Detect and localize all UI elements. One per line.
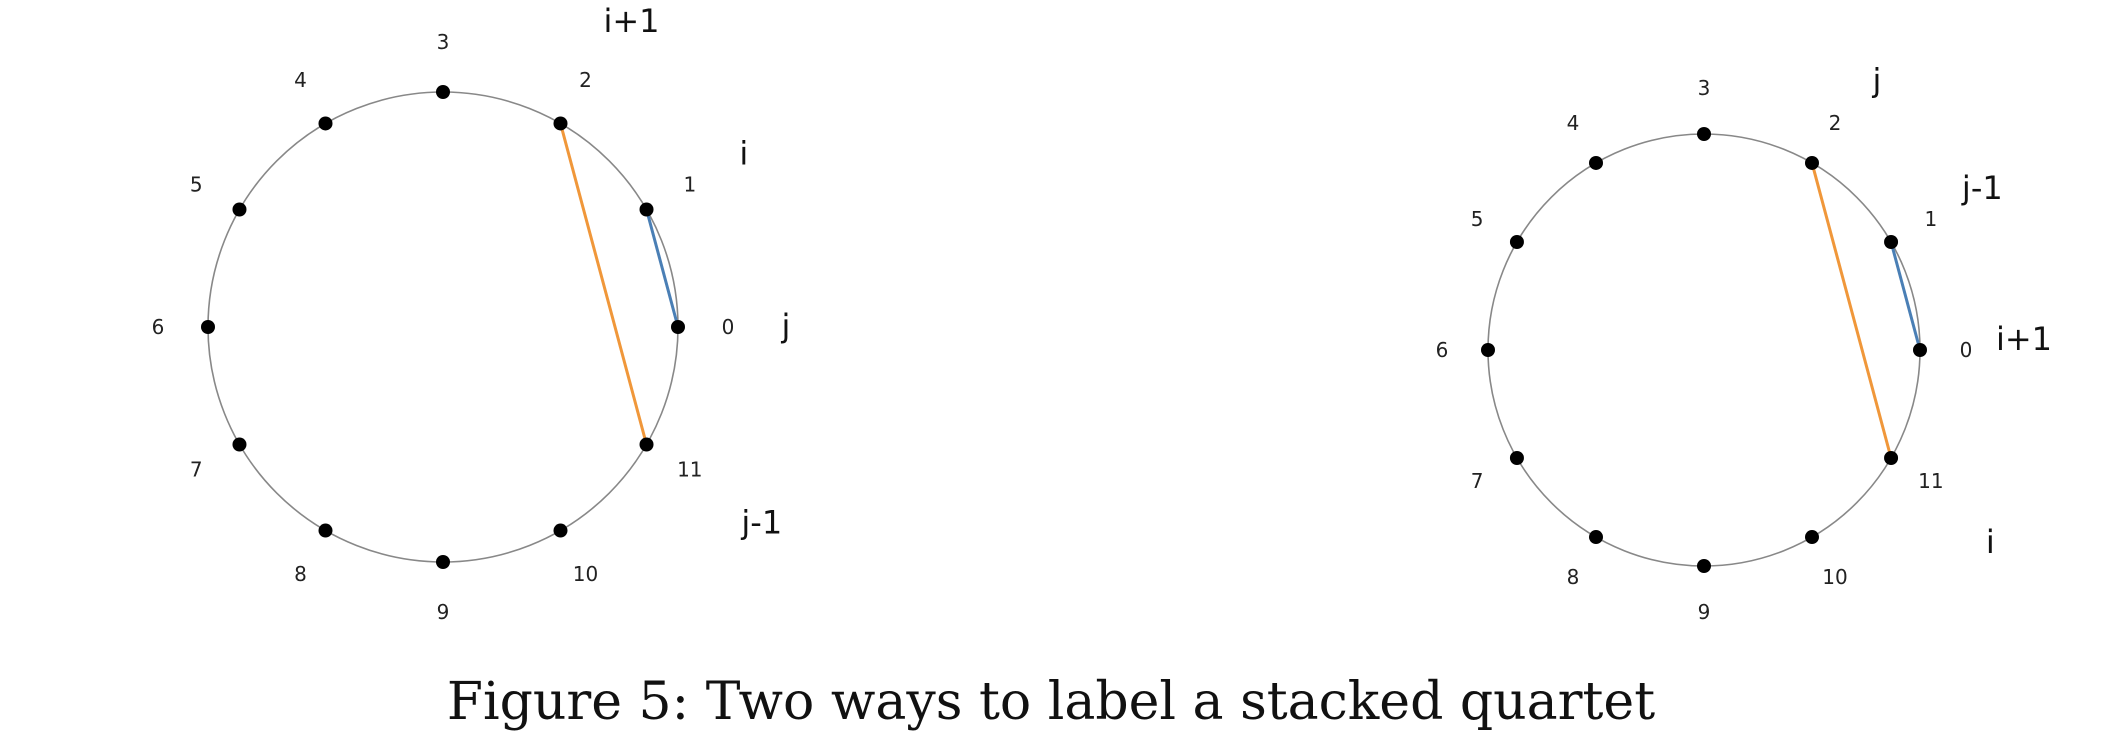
node-3-dot bbox=[1697, 127, 1711, 141]
node-6-label: 6 bbox=[1436, 338, 1449, 362]
node-8-label: 8 bbox=[1567, 565, 1580, 589]
node-7-label: 7 bbox=[190, 458, 203, 482]
variable-label: j bbox=[1872, 62, 1882, 100]
node-8-dot bbox=[318, 523, 333, 538]
node-10-dot bbox=[1805, 530, 1819, 545]
circle-diagram-left: 0 1 2 3 4 5 6 7 8 9 10 11 i+1 i j j-1 bbox=[152, 2, 791, 624]
node-1-label: 1 bbox=[683, 173, 696, 197]
node-8-label: 8 bbox=[294, 562, 307, 586]
node-10-dot bbox=[553, 523, 568, 538]
ring-circle bbox=[1487, 133, 1921, 567]
node-11-dot bbox=[1884, 451, 1899, 465]
node-5-dot bbox=[232, 202, 247, 217]
node-2-label: 2 bbox=[579, 68, 592, 92]
node-7-dot bbox=[232, 437, 247, 452]
node-9-dot bbox=[436, 555, 450, 569]
node-0-dot bbox=[671, 320, 685, 334]
node-4-label: 4 bbox=[1567, 111, 1580, 135]
node-6-dot bbox=[201, 320, 215, 334]
figure-caption: Figure 5: Two ways to label a stacked qu… bbox=[446, 672, 1656, 732]
node-0-label: 0 bbox=[1960, 338, 1973, 362]
circle-diagram-right: 0 1 2 3 4 5 6 7 8 9 10 11 j j-1 i+1 i bbox=[1436, 62, 2052, 624]
variable-label: i bbox=[1986, 523, 1995, 561]
node-2-label: 2 bbox=[1829, 111, 1842, 135]
node-4-dot bbox=[1589, 155, 1603, 170]
orange-chord bbox=[1810, 162, 1893, 459]
node-6-dot bbox=[1481, 343, 1495, 357]
node-2-dot bbox=[1805, 155, 1819, 170]
node-7-label: 7 bbox=[1471, 469, 1484, 493]
node-0-label: 0 bbox=[722, 315, 735, 339]
node-11-dot bbox=[639, 437, 654, 452]
node-7-dot bbox=[1509, 451, 1524, 465]
node-5-dot bbox=[1509, 235, 1524, 249]
node-11-label: 11 bbox=[677, 458, 702, 482]
node-4-label: 4 bbox=[294, 68, 307, 92]
node-0-dot bbox=[1913, 343, 1927, 357]
node-1-label: 1 bbox=[1925, 207, 1938, 231]
node-3-dot bbox=[436, 85, 450, 99]
node-5-label: 5 bbox=[190, 173, 203, 197]
orange-chord bbox=[559, 123, 648, 445]
ring-circle bbox=[207, 91, 679, 563]
variable-label: j-1 bbox=[1961, 169, 2003, 207]
blue-chord bbox=[1889, 241, 1922, 351]
node-10-label: 10 bbox=[573, 562, 598, 586]
node-11-label: 11 bbox=[1918, 469, 1943, 493]
blue-chord bbox=[645, 209, 680, 328]
node-6-label: 6 bbox=[152, 315, 165, 339]
variable-label: i+1 bbox=[603, 2, 659, 40]
node-5-label: 5 bbox=[1471, 207, 1484, 231]
node-2-dot bbox=[553, 116, 568, 131]
variable-label: j bbox=[781, 307, 791, 345]
figure-canvas: 0 1 2 3 4 5 6 7 8 9 10 11 i+1 i j j-1 0 1 2 3 4 5 6 7 8 9 10 11 j j-… bbox=[152, 2, 2052, 624]
node-4-dot bbox=[318, 116, 333, 131]
node-3-label: 3 bbox=[1698, 76, 1711, 100]
variable-label: j-1 bbox=[740, 504, 782, 542]
node-3-label: 3 bbox=[437, 30, 450, 54]
variable-label: i+1 bbox=[1996, 320, 2052, 358]
node-1-dot bbox=[639, 202, 654, 217]
node-9-dot bbox=[1697, 559, 1711, 573]
node-9-label: 9 bbox=[1698, 600, 1711, 624]
variable-label: i bbox=[739, 135, 748, 173]
node-10-label: 10 bbox=[1822, 565, 1847, 589]
node-1-dot bbox=[1884, 235, 1899, 249]
node-9-label: 9 bbox=[437, 600, 450, 624]
node-8-dot bbox=[1589, 530, 1603, 545]
